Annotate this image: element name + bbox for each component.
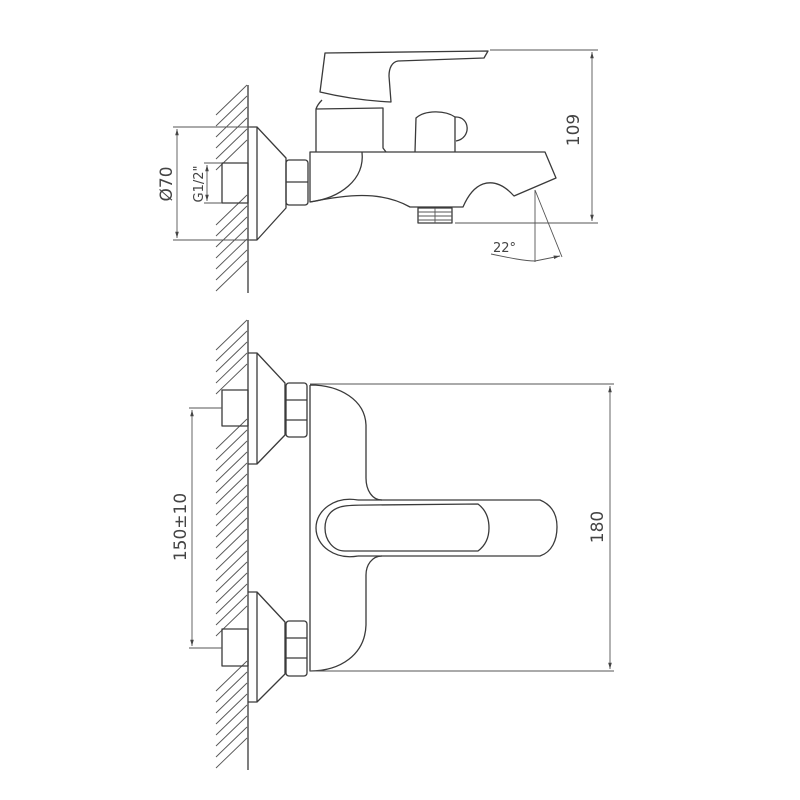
inlet-pipe (221, 162, 249, 204)
width-dimension: 180 (310, 383, 614, 672)
wall-flange-bottom (248, 591, 286, 703)
lever-handle (319, 50, 489, 103)
side-view: 109 Ø70 G1/2" 22° (157, 49, 598, 293)
thread-label: G1/2" (192, 166, 207, 203)
hatch-line (215, 726, 248, 758)
height-dimension: 109 (455, 49, 598, 224)
mixer-body (309, 151, 557, 208)
hatch-line (215, 539, 248, 571)
hex-nut (285, 159, 309, 206)
hatch-line (215, 517, 248, 549)
hatch-line (215, 429, 248, 461)
spout-angle-dimension: 22° (490, 189, 563, 262)
hatch-line (215, 216, 248, 248)
hatch-line (215, 583, 248, 615)
wall-hatch-bottom (215, 319, 248, 769)
cartridge-housing (315, 107, 387, 153)
hatch-line (215, 484, 248, 516)
hatch-line (215, 117, 248, 149)
hatch-line (215, 319, 248, 351)
flange-diameter-dimension: Ø70 (157, 126, 250, 241)
aerator (417, 207, 453, 224)
hatch-line (215, 128, 248, 160)
hatch-line (215, 594, 248, 626)
hatch-line (215, 572, 248, 604)
hatch-line (215, 715, 248, 747)
hatch-line (215, 495, 248, 527)
hatch-line (215, 260, 248, 292)
hatch-line (215, 341, 248, 373)
hatch-line (215, 363, 248, 395)
hatch-line (215, 352, 248, 384)
hatch-line (215, 330, 248, 362)
inlet-pipe-top (221, 389, 249, 427)
hatch-line (215, 682, 248, 714)
mixer-body (309, 384, 383, 672)
hatch-line (215, 95, 248, 127)
hex-nut-bottom (285, 620, 308, 677)
hatch-line (215, 238, 248, 270)
hatch-line (215, 671, 248, 703)
hatch-line (215, 205, 248, 237)
hatch-line (215, 106, 248, 138)
lever-handle (315, 498, 558, 558)
hatch-line (215, 451, 248, 483)
spout-angle-label: 22° (493, 241, 516, 256)
front-view: 180 150±10 (171, 319, 614, 770)
center-distance-label: 150±10 (171, 493, 191, 561)
center-distance-dimension: 150±10 (171, 407, 222, 649)
width-label: 180 (588, 511, 608, 543)
hatch-line (215, 440, 248, 472)
thread-dimension: G1/2" (192, 162, 222, 204)
wall-flange (248, 126, 287, 241)
hatch-line (215, 550, 248, 582)
hatch-line (215, 473, 248, 505)
hatch-line (215, 418, 248, 450)
hatch-line (215, 528, 248, 560)
hatch-line (215, 462, 248, 494)
wall-hatch-top (215, 84, 248, 292)
height-label: 109 (564, 114, 584, 146)
hatch-line (215, 194, 248, 226)
hatch-line (215, 227, 248, 259)
hatch-line (215, 561, 248, 593)
hatch-line (215, 605, 248, 637)
hatch-line (215, 704, 248, 736)
wall-flange-top (248, 352, 286, 465)
hatch-line (215, 249, 248, 281)
inlet-pipe-bottom (221, 628, 249, 667)
flange-diameter-label: Ø70 (157, 166, 177, 201)
hex-nut-top (285, 382, 308, 438)
diverter-knob (414, 111, 468, 153)
hatch-line (215, 139, 248, 171)
hatch-line (215, 737, 248, 769)
hatch-line (215, 84, 248, 116)
hatch-line (215, 693, 248, 725)
hatch-line (215, 506, 248, 538)
